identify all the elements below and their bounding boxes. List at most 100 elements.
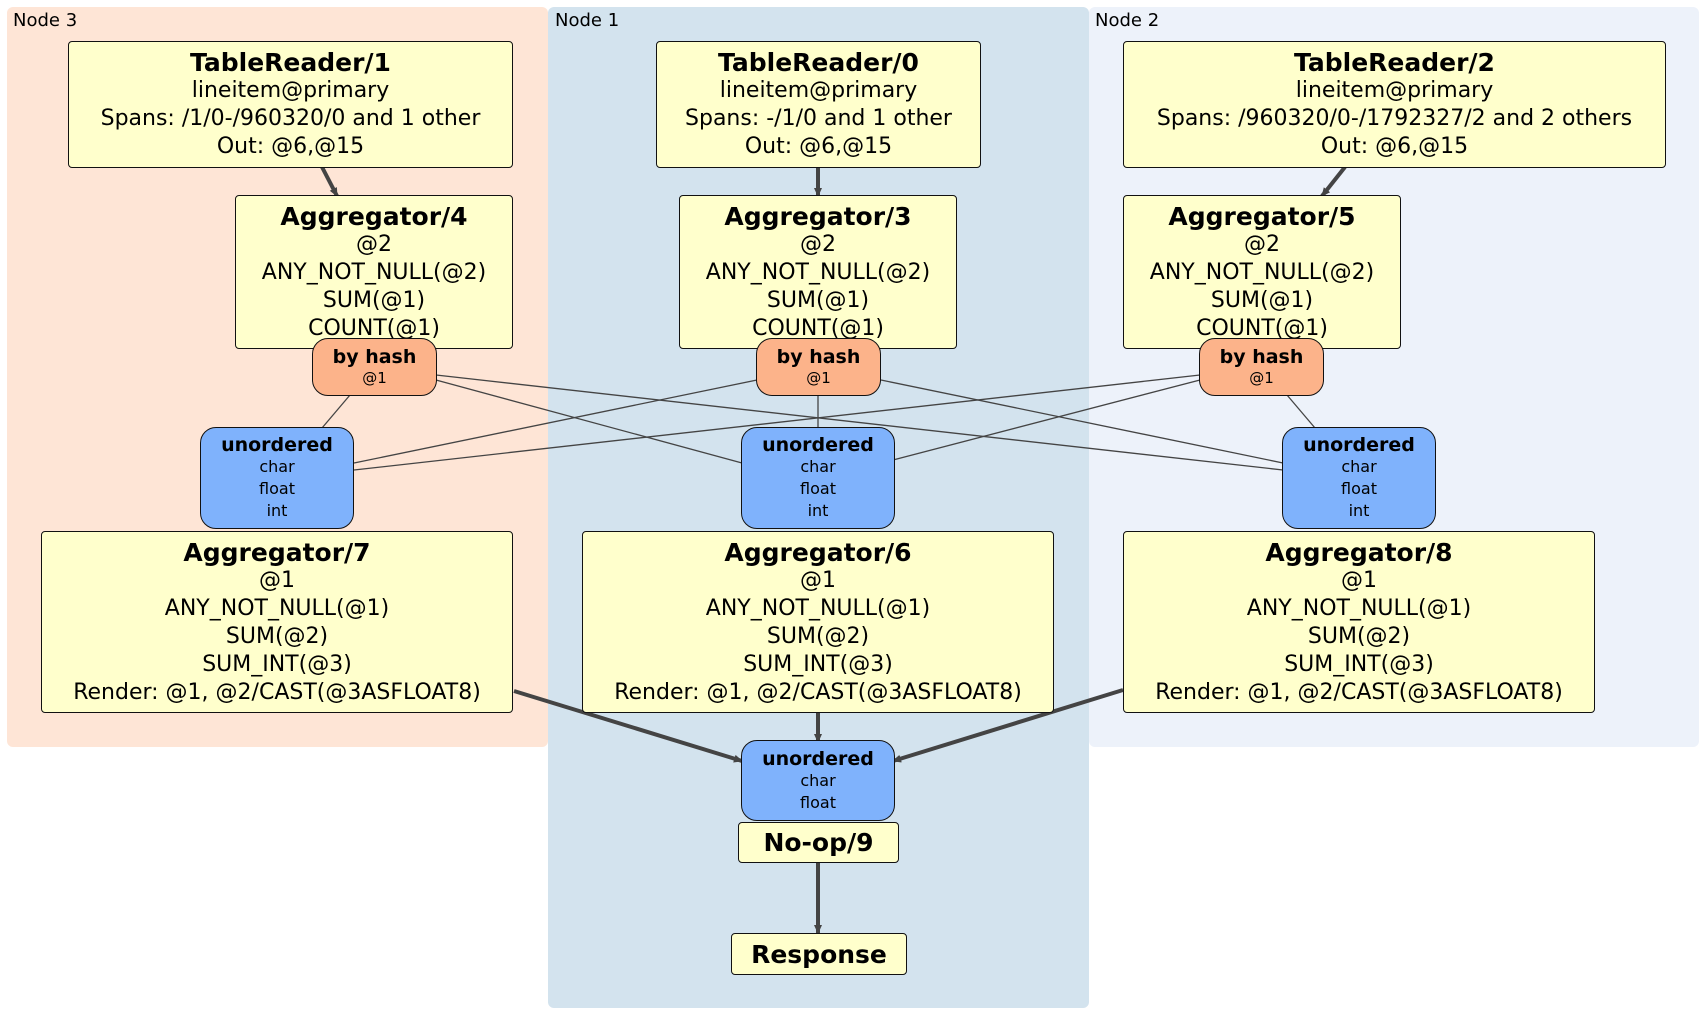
processor-line: Spans: /1/0-/960320/0 and 1 other xyxy=(100,106,481,131)
processor-line: @1 xyxy=(1341,567,1377,593)
sync-type: float xyxy=(259,479,295,498)
processor-title: Aggregator/6 xyxy=(724,537,912,567)
node-3-label: Node 3 xyxy=(13,10,78,31)
sync-type: char xyxy=(259,457,295,476)
table-reader-0: TableReader/0 lineitem@primary Spans: -/… xyxy=(656,41,981,168)
processor-line: ANY_NOT_NULL(@2) xyxy=(705,259,931,285)
edge-agg7-final xyxy=(513,689,743,763)
processor-line: Render: @1, @2/CAST(@3ASFLOAT8) xyxy=(614,679,1022,705)
final-unordered-sync: unordered char float xyxy=(741,740,895,821)
processor-line: ANY_NOT_NULL(@2) xyxy=(261,259,487,285)
processor-line: Spans: -/1/0 and 1 other xyxy=(685,106,952,131)
processor-line: Out: @6,@15 xyxy=(744,134,893,159)
router-column: @1 xyxy=(1249,369,1274,387)
processor-line: ANY_NOT_NULL(@1) xyxy=(705,595,931,621)
sync-title: unordered xyxy=(1303,434,1415,456)
processor-title: Aggregator/7 xyxy=(183,537,371,567)
processor-line: SUM(@2) xyxy=(225,623,329,649)
processor-line: COUNT(@1) xyxy=(1196,315,1328,341)
shuffle-h4-u8 xyxy=(435,374,1284,471)
processor-line: SUM(@1) xyxy=(1210,287,1314,313)
processor-line: Render: @1, @2/CAST(@3ASFLOAT8) xyxy=(73,679,481,705)
processor-line: Out: @6,@15 xyxy=(1320,134,1469,159)
sync-title: unordered xyxy=(221,434,333,456)
processor-line: lineitem@primary xyxy=(191,78,390,103)
processor-line: SUM(@1) xyxy=(322,287,426,313)
processor-line: @1 xyxy=(800,567,836,593)
sync-type: float xyxy=(800,479,836,498)
sync-type: char xyxy=(1341,457,1377,476)
processor-line: COUNT(@1) xyxy=(752,315,884,341)
aggregator-8: Aggregator/8 @1 ANY_NOT_NULL(@1) SUM(@2)… xyxy=(1123,531,1595,713)
processor-title: Aggregator/4 xyxy=(280,201,468,231)
response-title: Response xyxy=(751,939,887,969)
aggregator-6: Aggregator/6 @1 ANY_NOT_NULL(@1) SUM(@2)… xyxy=(582,531,1054,713)
processor-line: ANY_NOT_NULL(@1) xyxy=(164,595,390,621)
processor-line: @2 xyxy=(356,231,392,257)
processor-title: Aggregator/8 xyxy=(1265,537,1453,567)
aggregator-4: Aggregator/4 @2 ANY_NOT_NULL(@2) SUM(@1)… xyxy=(235,195,513,349)
aggregator-3: Aggregator/3 @2 ANY_NOT_NULL(@2) SUM(@1)… xyxy=(679,195,957,349)
processor-line: lineitem@primary xyxy=(719,78,918,103)
router-column: @1 xyxy=(806,369,831,387)
router-title: by hash xyxy=(332,346,417,368)
shuffle-h5-u7 xyxy=(353,374,1201,471)
router-title: by hash xyxy=(1219,346,1304,368)
hash-router-3: by hash @1 xyxy=(756,338,881,396)
sync-type: float xyxy=(800,792,836,812)
aggregator-7: Aggregator/7 @1 ANY_NOT_NULL(@1) SUM(@2)… xyxy=(41,531,513,713)
unordered-sync-8: unordered char float int xyxy=(1282,427,1436,529)
processor-line: Out: @6,@15 xyxy=(216,134,365,159)
aggregator-5: Aggregator/5 @2 ANY_NOT_NULL(@2) SUM(@1)… xyxy=(1123,195,1401,349)
table-reader-1: TableReader/1 lineitem@primary Spans: /1… xyxy=(68,41,513,168)
hash-router-5: by hash @1 xyxy=(1199,338,1324,396)
node-2-label: Node 2 xyxy=(1095,10,1160,31)
sync-title: unordered xyxy=(762,434,874,456)
sync-title: unordered xyxy=(762,747,874,770)
edge-tr2-agg5 xyxy=(1320,165,1347,198)
processor-line: SUM_INT(@3) xyxy=(743,651,893,677)
hash-router-4: by hash @1 xyxy=(312,338,437,396)
processor-line: SUM(@2) xyxy=(1307,623,1411,649)
shuffle-h5-u6 xyxy=(892,379,1201,461)
processor-title: TableReader/2 xyxy=(1294,48,1495,77)
processor-line: @2 xyxy=(800,231,836,257)
router-title: by hash xyxy=(776,346,861,368)
sync-type: int xyxy=(266,501,288,520)
processor-line: @1 xyxy=(259,567,295,593)
shuffle-h5-u8 xyxy=(1286,394,1316,429)
processor-line: SUM_INT(@3) xyxy=(202,651,352,677)
processor-line: SUM(@2) xyxy=(766,623,870,649)
shuffle-h3-u8 xyxy=(880,379,1284,464)
shuffle-h4-u6 xyxy=(435,379,743,464)
shuffle-h4-u7 xyxy=(321,394,351,429)
processor-title: TableReader/1 xyxy=(190,48,391,77)
processor-title: Aggregator/3 xyxy=(724,201,912,231)
processor-line: Render: @1, @2/CAST(@3ASFLOAT8) xyxy=(1155,679,1563,705)
processor-line: @2 xyxy=(1244,231,1280,257)
processor-title: Aggregator/5 xyxy=(1168,201,1356,231)
edge-tr1-agg4 xyxy=(320,166,339,197)
table-reader-2: TableReader/2 lineitem@primary Spans: /9… xyxy=(1123,41,1666,168)
processor-line: COUNT(@1) xyxy=(308,315,440,341)
unordered-sync-7: unordered char float int xyxy=(200,427,354,529)
processor-line: SUM_INT(@3) xyxy=(1284,651,1434,677)
processor-line: lineitem@primary xyxy=(1295,78,1494,103)
shuffle-h3-u7 xyxy=(353,379,758,464)
processor-line: ANY_NOT_NULL(@2) xyxy=(1149,259,1375,285)
response: Response xyxy=(731,933,907,975)
processor-line: SUM(@1) xyxy=(766,287,870,313)
processor-title: TableReader/0 xyxy=(718,48,919,77)
processor-line: ANY_NOT_NULL(@1) xyxy=(1246,595,1472,621)
noop-9: No-op/9 xyxy=(738,822,899,863)
processor-line: Spans: /960320/0-/1792327/2 and 2 others xyxy=(1156,106,1633,131)
processor-title: No-op/9 xyxy=(763,828,874,857)
sync-type: int xyxy=(807,501,829,520)
sync-type: int xyxy=(1348,501,1370,520)
edge-agg8-final xyxy=(892,688,1124,763)
sync-type: float xyxy=(1341,479,1377,498)
sync-type: char xyxy=(800,770,836,790)
node-1-label: Node 1 xyxy=(555,10,620,31)
router-column: @1 xyxy=(362,369,387,387)
